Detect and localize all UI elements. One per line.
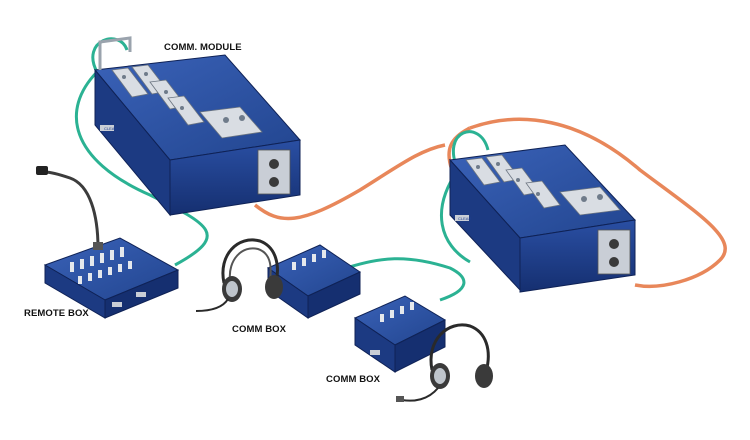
comm-box-2-label: COMM BOX — [326, 374, 381, 385]
teal-cable-module1-to-commbox1 — [74, 70, 209, 267]
remote-box-label: REMOTE BOX — [24, 308, 89, 319]
orange-cable-module1-to-module2 — [253, 143, 446, 221]
cables — [74, 37, 727, 302]
comm-box-1 — [195, 238, 362, 319]
comm-box-2 — [353, 295, 493, 402]
comm-module-2: CLEAR — [448, 144, 637, 293]
svg-text:CLEAR: CLEAR — [458, 216, 471, 221]
remote-box — [36, 166, 180, 319]
headset-icon — [195, 238, 283, 312]
teal-cable-commbox1-to-module2 — [334, 257, 466, 302]
svg-text:CLEAR: CLEAR — [104, 126, 117, 131]
headset-icon — [396, 323, 493, 402]
comm-module-1: CLEAR — [94, 36, 301, 217]
orange-cable-module2-loop — [469, 117, 727, 288]
teal-cable-module2-top — [451, 130, 490, 171]
comm-box-1-label: COMM BOX — [232, 324, 287, 335]
rack-frame-icon — [98, 36, 132, 70]
gooseneck-microphone-icon — [36, 166, 103, 250]
comm-module-label: COMM. MODULE — [164, 42, 242, 53]
